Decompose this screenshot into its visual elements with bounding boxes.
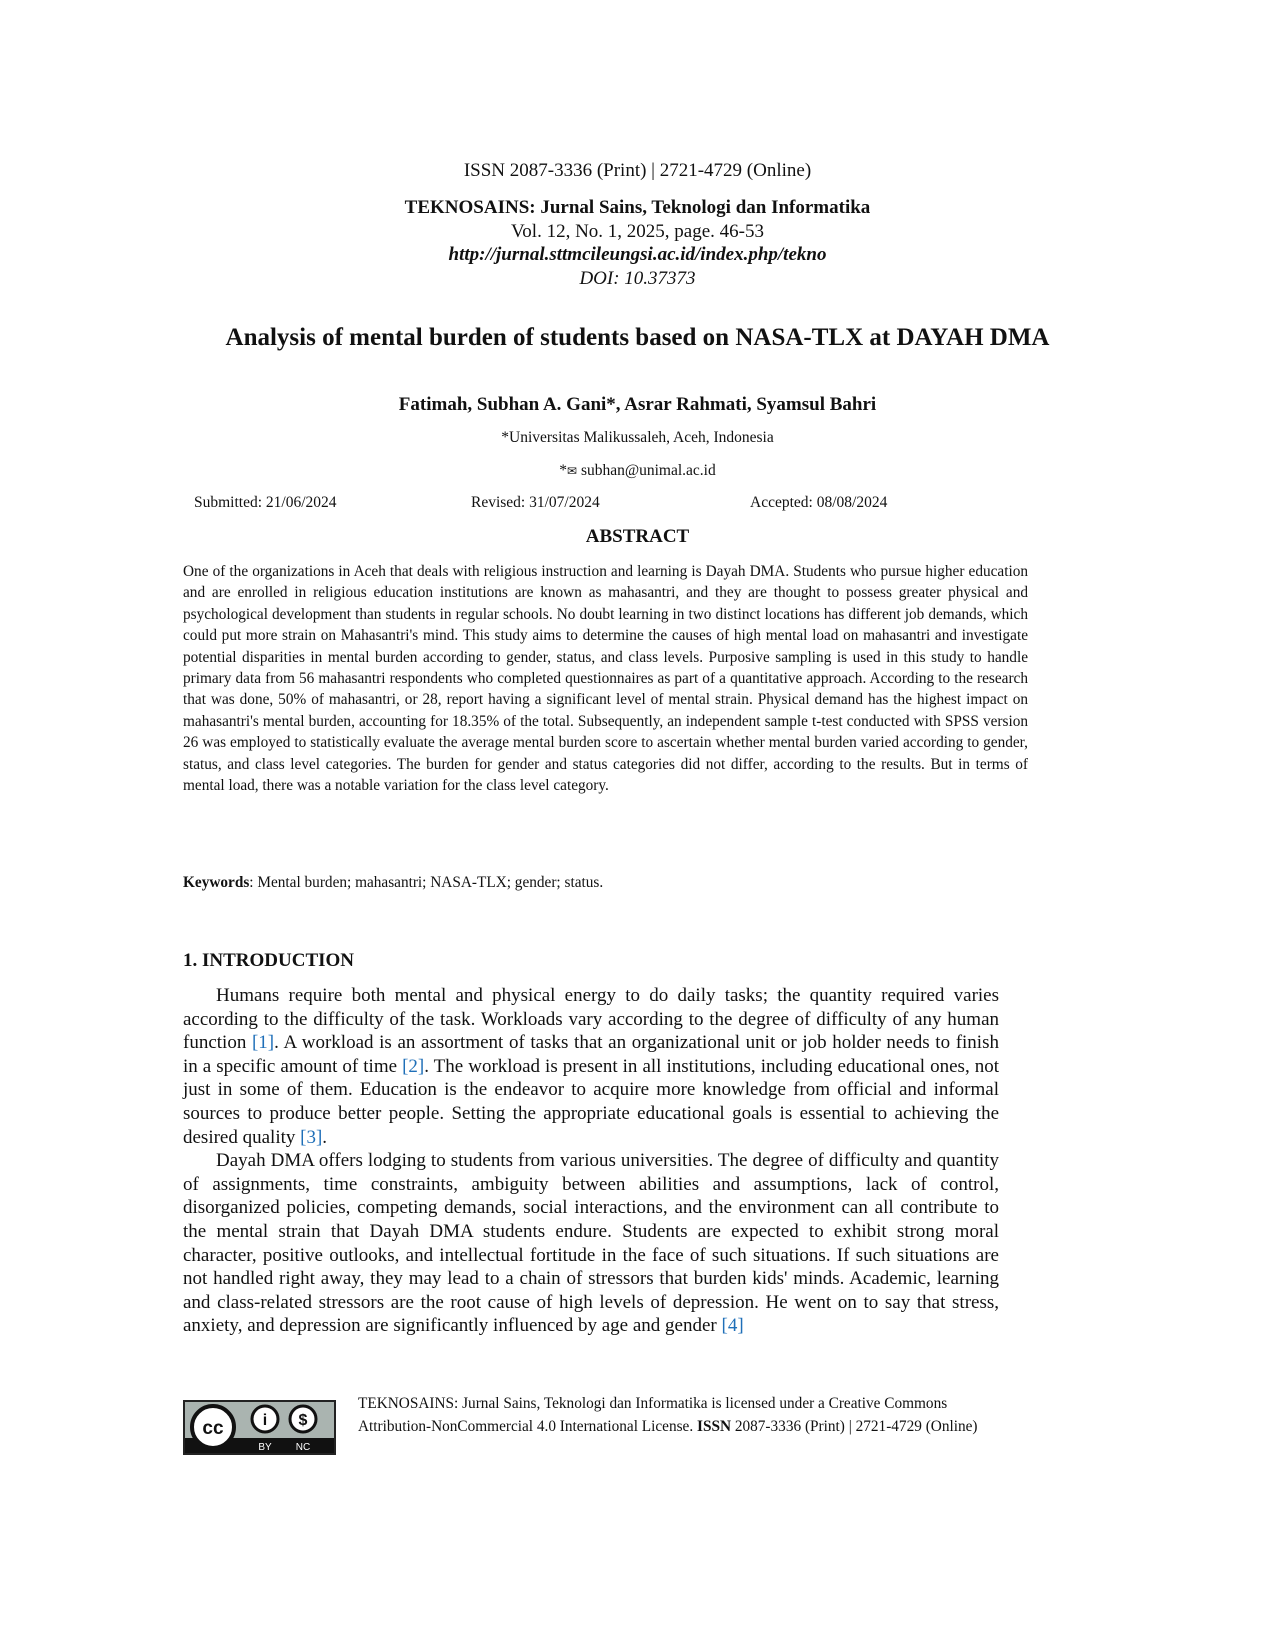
revised-date: Revised: 31/07/2024: [471, 494, 600, 511]
journal-url[interactable]: http://jurnal.sttmcileungsi.ac.id/index.…: [448, 244, 827, 265]
authors: Fatimah, Subhan A. Gani*, Asrar Rahmati,…: [398, 394, 877, 415]
text: Dayah DMA offers lodging to students fro…: [183, 1150, 999, 1337]
section-heading-introduction: 1. INTRODUCTION: [183, 950, 355, 971]
email-prefix: *: [559, 462, 567, 479]
envelope-icon: ✉: [567, 464, 578, 478]
text: . The workload is present in all institu…: [183, 1055, 999, 1148]
issn-line: ISSN 2087-3336 (Print) | 2721-4729 (Onli…: [463, 160, 812, 181]
journal-name: TEKNOSAINS: Jurnal Sains, Teknologi dan …: [404, 197, 871, 218]
svg-text:BY: BY: [258, 1442, 272, 1453]
accepted-date: Accepted: 08/08/2024: [750, 494, 888, 511]
volume-info: Vol. 12, No. 1, 2025, page. 46-53: [511, 220, 764, 242]
citation-link[interactable]: [1]: [251, 1032, 275, 1054]
email-address[interactable]: subhan@unimal.ac.id: [580, 462, 716, 479]
citation-link[interactable]: [3]: [300, 1126, 323, 1148]
introduction-body: Humans require both mental and physical …: [183, 984, 999, 1338]
keywords: Keywords: Mental burden; mahasantri; NAS…: [183, 874, 603, 892]
abstract-heading: ABSTRACT: [585, 526, 690, 547]
svg-text:i: i: [263, 1412, 267, 1429]
svg-text:$: $: [299, 1412, 308, 1429]
svg-text:NC: NC: [296, 1442, 310, 1453]
keywords-list: : Mental burden; mahasantri; NASA-TLX; g…: [249, 874, 604, 891]
abstract-text: One of the organizations in Aceh that de…: [183, 563, 1028, 795]
paper-title: Analysis of mental burden of students ba…: [225, 324, 1050, 351]
issn-label: ISSN: [697, 1418, 732, 1436]
cc-by-nc-logo[interactable]: cc i $ BY NC: [183, 1400, 336, 1455]
journal-header: TEKNOSAINS: Jurnal Sains, Teknologi dan …: [0, 196, 1275, 290]
corresponding-email: *✉ subhan@unimal.ac.id: [0, 462, 1275, 480]
text: Humans require both mental and physical …: [183, 985, 999, 1054]
text: . A workload is an assortment of tasks t…: [183, 1032, 999, 1077]
citation-link[interactable]: [4]: [721, 1315, 744, 1337]
text: TEKNOSAINS: Jurnal Sains, Teknologi dan …: [358, 1395, 948, 1436]
license-text: TEKNOSAINS: Jurnal Sains, Teknologi dan …: [358, 1392, 1003, 1439]
submitted-date: Submitted: 21/06/2024: [194, 494, 337, 511]
affiliation: *Universitas Malikussaleh, Aceh, Indones…: [501, 429, 774, 446]
keywords-label: Keywords: [183, 874, 250, 891]
svg-text:cc: cc: [202, 1418, 224, 1439]
text: 2087-3336 (Print) | 2721-4729 (Online): [731, 1418, 978, 1436]
paragraph: Dayah DMA offers lodging to students fro…: [183, 1149, 999, 1338]
citation-link[interactable]: [2]: [402, 1055, 425, 1077]
paragraph: Humans require both mental and physical …: [183, 984, 999, 1149]
doi: DOI: 10.37373: [579, 267, 696, 289]
text: .: [322, 1126, 328, 1148]
